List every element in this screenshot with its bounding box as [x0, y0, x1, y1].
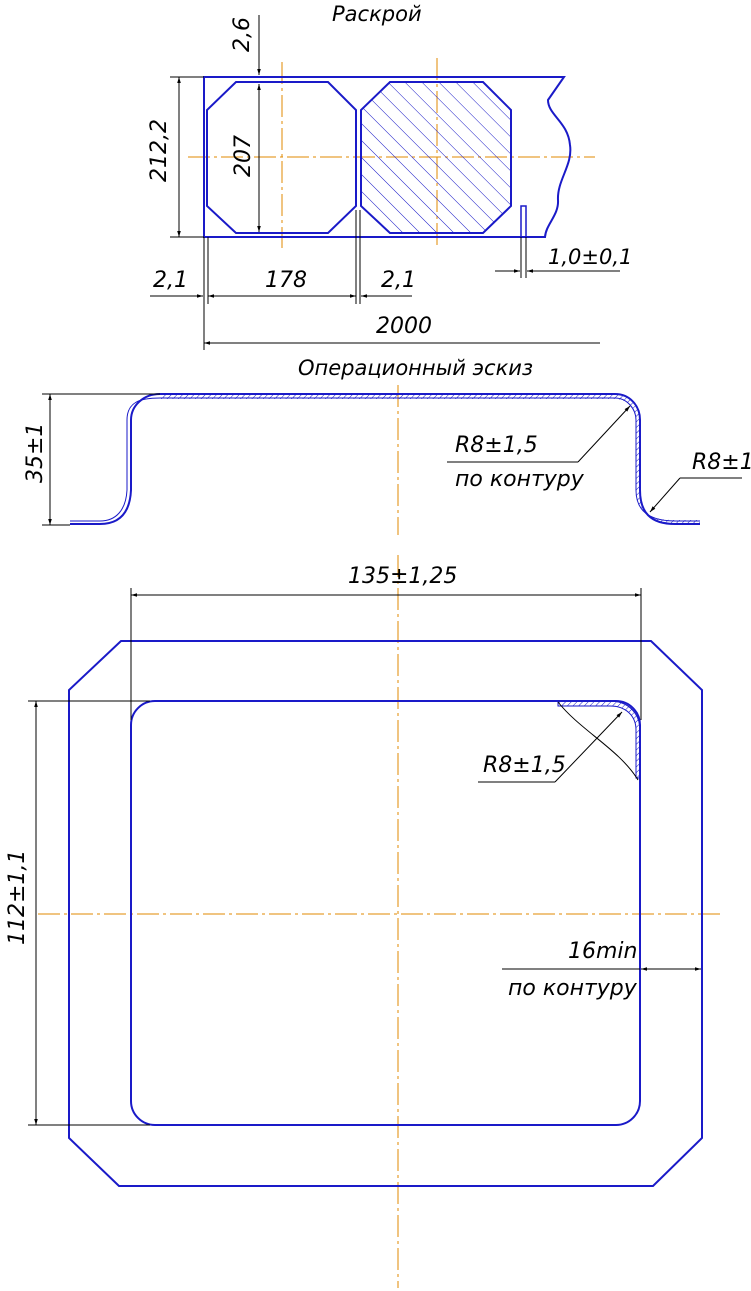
cup-outline — [130, 700, 641, 1126]
flange-outline — [68, 640, 703, 1187]
sketch-profile-hatch — [160, 394, 700, 524]
radius-corner-label: R8±1,5 — [483, 753, 566, 778]
dim-top-gap-label: 2,6 — [230, 17, 255, 52]
radius-inner-label: R8±1,5 — [455, 433, 538, 458]
sketch-dimensions — [42, 393, 742, 526]
blank-octagon-2-hatched — [360, 81, 512, 234]
plan-axes — [38, 555, 722, 1288]
dim-blank-height-label: 207 — [231, 135, 256, 177]
dim-height-label-plan: 112±1,1 — [5, 850, 30, 945]
corner-section-detail — [557, 700, 641, 781]
blank-octagon-1 — [206, 81, 357, 234]
operational-sketch: Операционный эскиз 35±1 R8±1,5 по контур… — [23, 356, 751, 535]
dim-strip-width-label: 212,2 — [147, 119, 172, 182]
cutting-dimensions — [150, 15, 620, 350]
radius-inner-note: по контуру — [455, 467, 585, 492]
dim-thickness-label: 1,0±0,1 — [548, 245, 632, 269]
plan-view: 135±1,25 112±1,1 R8±1,5 16min по контуру — [5, 555, 722, 1288]
radius-flange-label: R8±1 — [692, 450, 751, 475]
dim-left-gap-label: 2,1 — [153, 268, 188, 293]
sketch-profile — [70, 393, 700, 525]
dim-width-label: 135±1,25 — [348, 564, 457, 589]
flange-min-label: 16min — [568, 939, 637, 964]
plan-dimensions — [28, 588, 701, 1126]
cutting-layout: Раскрой — [147, 2, 632, 350]
dim-height-label: 35±1 — [23, 423, 48, 483]
strip-end-thickness — [520, 205, 527, 238]
dim-between-gap-label: 2,1 — [381, 268, 416, 293]
dim-strip-length-label: 2000 — [376, 314, 432, 339]
strip-outline — [203, 76, 572, 238]
dim-blank-width-label: 178 — [265, 268, 307, 293]
sketch-title: Операционный эскиз — [298, 356, 533, 380]
cutting-title: Раскрой — [332, 2, 422, 26]
flange-note: по контуру — [508, 976, 638, 1001]
